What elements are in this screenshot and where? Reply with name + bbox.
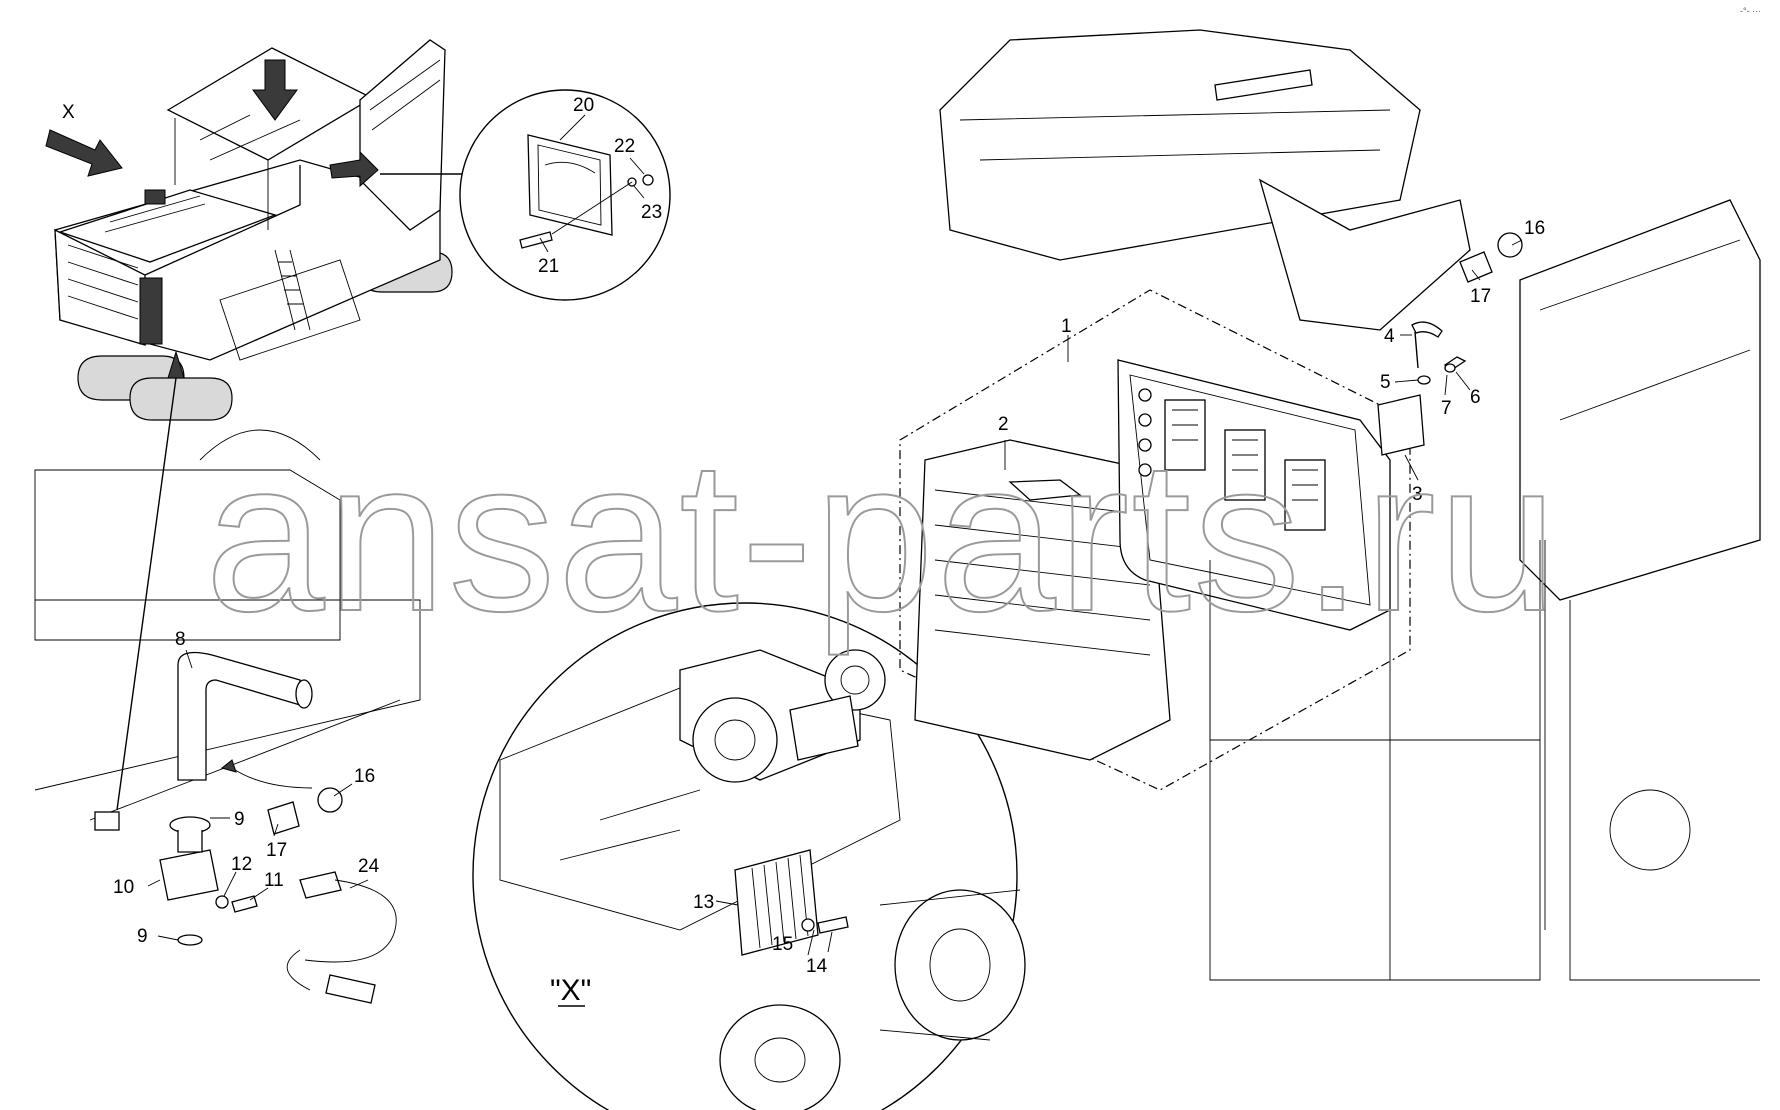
callout-14: 14	[806, 956, 828, 977]
machine-overview: X	[45, 39, 453, 811]
callout-5: 5	[1380, 372, 1391, 393]
callout-13: 13	[693, 892, 714, 913]
callout-2: 2	[998, 414, 1009, 435]
control-box-assembly	[899, 29, 1761, 981]
corner-mark: -°- ···	[1740, 6, 1761, 16]
callout-1: 1	[1061, 316, 1072, 337]
callout-3: 3	[1412, 484, 1423, 505]
callout-20: 20	[573, 95, 594, 116]
callout-21: 21	[538, 256, 559, 277]
callout-16-upper: 16	[1524, 218, 1545, 239]
callout-labels: 1 2 3 4 5 6 7 8 9 9 10 11 12 13 14 15 16…	[113, 95, 1545, 977]
callout-17-upper: 17	[1470, 286, 1491, 307]
callout-4: 4	[1384, 326, 1395, 347]
callout-17-lower: 17	[266, 840, 287, 861]
callout-7: 7	[1441, 398, 1452, 419]
view-x-label: "X"	[550, 974, 591, 1007]
callout-15: 15	[772, 934, 793, 955]
callout-12: 12	[231, 854, 252, 875]
callout-6: 6	[1470, 387, 1481, 408]
callout-16-lower: 16	[354, 766, 375, 787]
callout-8: 8	[175, 629, 186, 650]
callout-22: 22	[614, 136, 635, 157]
view-x-arrow	[45, 129, 123, 177]
callout-11: 11	[264, 870, 284, 891]
callout-9-upper: 9	[234, 809, 245, 830]
callout-10: 10	[113, 877, 134, 898]
leader-lines	[147, 114, 1523, 956]
detail-circle-x	[472, 602, 1026, 1110]
callout-9-lower: 9	[137, 926, 148, 947]
arrow-x-label: X	[62, 102, 75, 123]
detail-circle-plate	[380, 89, 671, 301]
watermark: ansat-parts.ru	[205, 415, 1559, 656]
callout-24: 24	[358, 856, 380, 877]
callout-23: 23	[641, 202, 662, 223]
left-assembly	[34, 429, 421, 1004]
